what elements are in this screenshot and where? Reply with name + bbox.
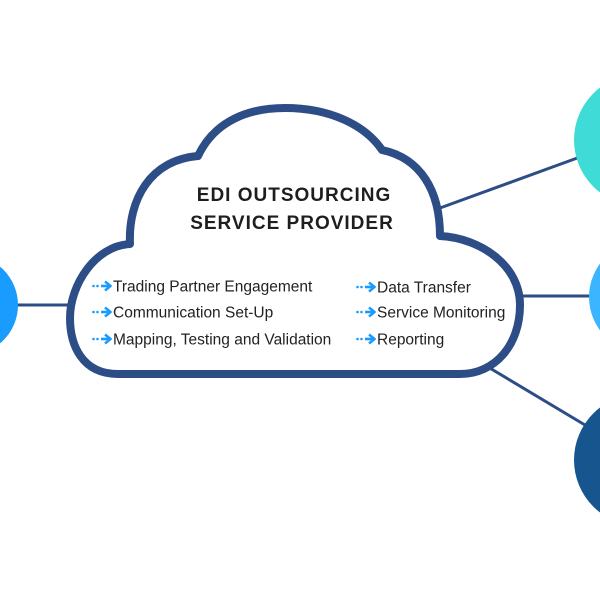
list-item: Reporting	[356, 332, 444, 349]
cloud-title-line-1: EDI OUTSOURCING	[197, 185, 391, 206]
list-item: Service Monitoring	[356, 305, 505, 322]
dotted-arrow-right-icon	[92, 306, 112, 318]
dotted-arrow-right-icon	[356, 281, 376, 293]
list-item: Data Transfer	[356, 280, 471, 297]
left-node	[0, 266, 18, 344]
connector-top-right	[439, 155, 581, 210]
list-item: Trading Partner Engagement	[92, 279, 313, 296]
bottom-right-node	[574, 407, 600, 513]
service-list-right: Data Transfer Service Monitoring Reporti…	[356, 280, 505, 349]
cloud-title-line-2: SERVICE PROVIDER	[190, 213, 394, 234]
list-item: Communication Set-Up	[92, 305, 273, 322]
top-right-node	[574, 87, 600, 193]
connector-bottom-right	[487, 365, 586, 427]
dotted-arrow-right-icon	[92, 333, 112, 345]
dotted-arrow-right-icon	[92, 280, 112, 292]
list-item-label: Service Monitoring	[377, 305, 505, 322]
list-item-label: Trading Partner Engagement	[113, 279, 313, 296]
cloud-outline	[66, 104, 524, 378]
list-item-label: Mapping, Testing and Validation	[113, 332, 331, 349]
list-item-label: Communication Set-Up	[113, 305, 273, 322]
middle-right-node	[589, 263, 600, 331]
list-item-label: Reporting	[377, 332, 444, 349]
service-list-left: Trading Partner Engagement Communication…	[92, 279, 331, 349]
list-item-label: Data Transfer	[377, 280, 471, 297]
list-item: Mapping, Testing and Validation	[92, 332, 331, 349]
dotted-arrow-right-icon	[356, 306, 376, 318]
dotted-arrow-right-icon	[356, 333, 376, 345]
